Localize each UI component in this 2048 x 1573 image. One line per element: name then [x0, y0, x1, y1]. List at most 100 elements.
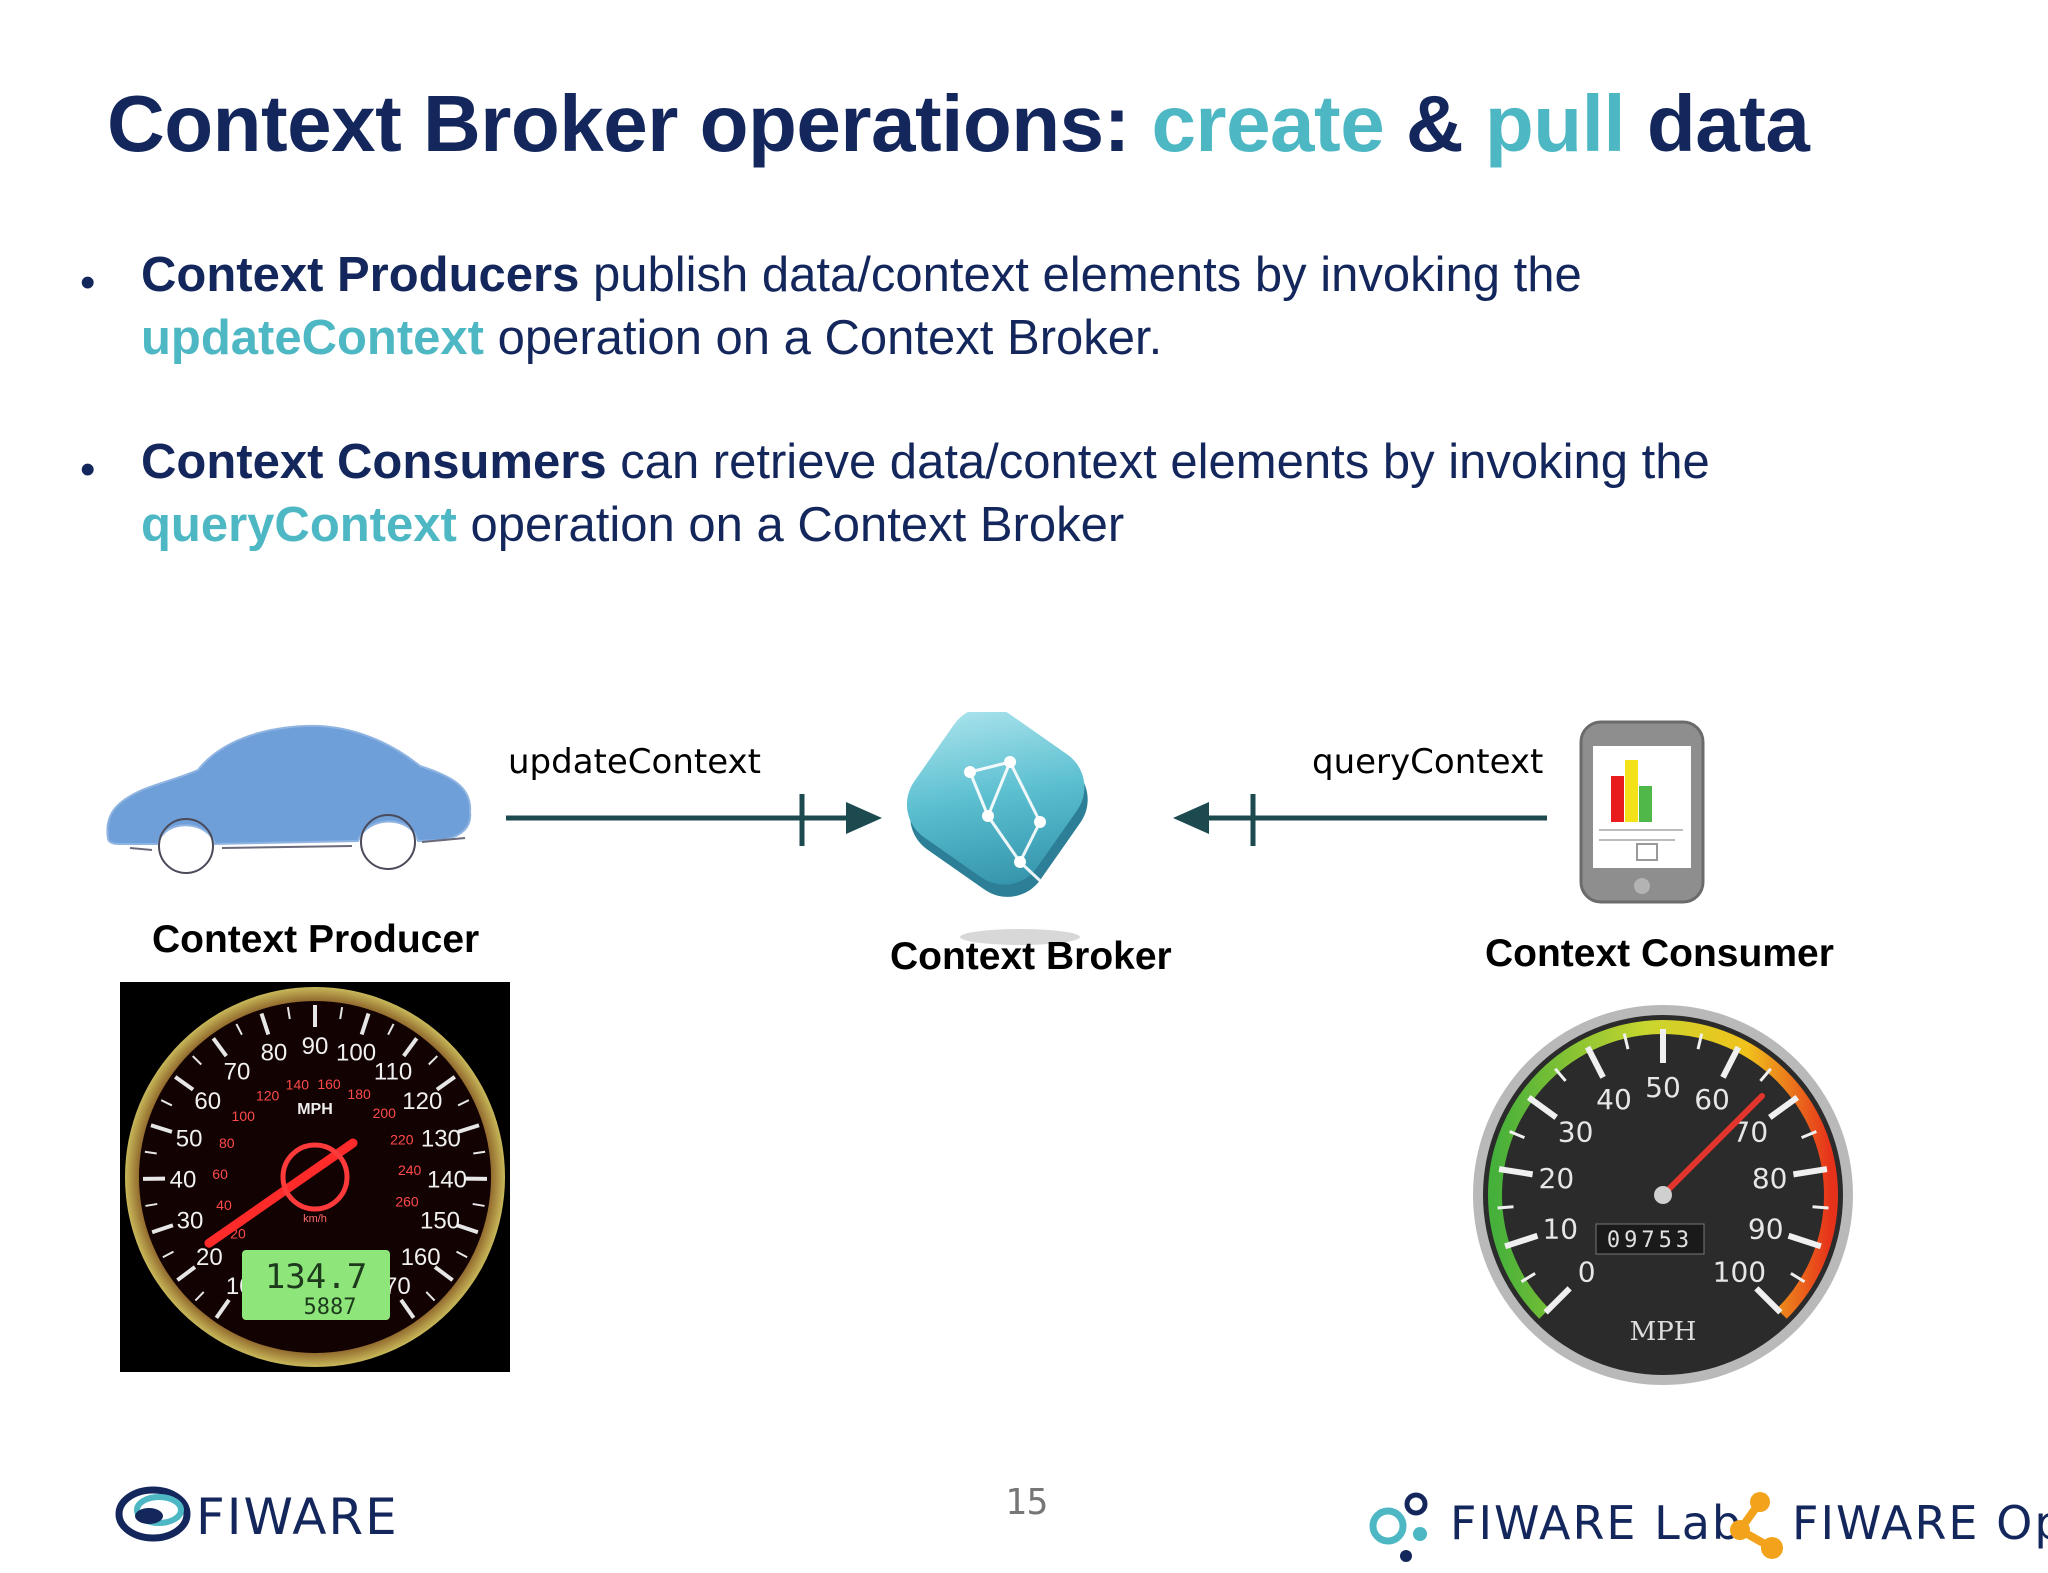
producer-tick — [399, 1298, 416, 1320]
consumer-tick — [1759, 1067, 1772, 1082]
fiware-swirl-icon — [115, 1486, 191, 1542]
consumer-tick — [1498, 1166, 1534, 1178]
producer-kmh-label: 160 — [317, 1076, 341, 1092]
bullet-2-marker: • — [80, 445, 96, 494]
producer-tick — [174, 1075, 195, 1092]
producer-kmh-label: 80 — [219, 1135, 235, 1151]
bullet-1-marker: • — [80, 258, 96, 307]
title-data: data — [1625, 79, 1810, 168]
producer-mph-label: 100 — [336, 1040, 376, 1067]
consumer-tick-label: 90 — [1748, 1212, 1784, 1245]
producer-tick — [387, 1023, 395, 1036]
consumer-tick — [1754, 1286, 1783, 1315]
consumer-label: Context Consumer — [1485, 932, 1834, 975]
producer-tick — [425, 1291, 436, 1302]
smartphone-image — [1579, 720, 1705, 904]
odometer-value: 09753 — [1607, 1228, 1693, 1253]
consumer-tick — [1801, 1130, 1817, 1139]
page-number: 15 — [1005, 1482, 1049, 1523]
producer-kmh-label: 260 — [395, 1194, 419, 1210]
consumer-tick — [1554, 1067, 1567, 1082]
query-arrow-label: queryContext — [1312, 742, 1544, 782]
producer-mph-label: 30 — [177, 1207, 204, 1234]
consumer-tick — [1584, 1045, 1606, 1079]
producer-tick — [192, 1055, 202, 1066]
update-context-arrow — [506, 794, 882, 846]
producer-mph-label: 50 — [176, 1125, 203, 1152]
bullet-2-line-2: queryContext operation on a Context Brok… — [141, 498, 1125, 552]
producer-tick — [433, 1265, 454, 1282]
title-pull: pull — [1484, 79, 1626, 168]
producer-mph-label: 130 — [421, 1125, 461, 1152]
context-broker-icon — [906, 712, 1088, 945]
consumer-gauge-unit: MPH — [1630, 1317, 1697, 1347]
title-create: create — [1151, 79, 1385, 168]
producer-mph-label: 120 — [402, 1088, 442, 1115]
lcd-display — [242, 1250, 390, 1320]
producer-tick — [145, 1202, 158, 1207]
producer-tick — [235, 1023, 243, 1036]
odometer — [1595, 1223, 1705, 1255]
bullet-1: Context Producers publish data/context e… — [141, 244, 1582, 370]
consumer-tick — [1509, 1130, 1525, 1139]
producer-label: Context Producer — [152, 918, 480, 961]
producer-mph-label: 140 — [427, 1166, 467, 1193]
fiware-logo: FIWARE — [196, 1488, 399, 1546]
title-amp: & — [1384, 79, 1485, 168]
producer-tick — [176, 1265, 197, 1282]
fiware-ops-logo: FIWARE Ops — [1792, 1496, 2048, 1550]
producer-tick — [456, 1223, 479, 1235]
consumer-tick — [1790, 1272, 1806, 1284]
consumer-tick — [1792, 1166, 1828, 1178]
producer-tick — [457, 1099, 470, 1107]
consumer-tick-label: 60 — [1694, 1083, 1730, 1116]
producer-kmh-label: 60 — [212, 1166, 228, 1182]
consumer-tick — [1504, 1232, 1539, 1250]
bullet-1-line-2: updateContext operation on a Context Bro… — [141, 311, 1163, 365]
slide-title: Context Broker operations: create & pull… — [107, 78, 1810, 170]
producer-tick — [194, 1291, 205, 1302]
producer-tick — [359, 1012, 371, 1036]
producer-tick — [151, 1223, 174, 1235]
consumer-tick — [1696, 1033, 1704, 1050]
fiware-lab-icon — [1369, 1492, 1428, 1562]
producer-tick — [428, 1055, 438, 1066]
consumer-tick — [1520, 1272, 1536, 1284]
consumer-tick — [1720, 1045, 1742, 1079]
broker-label: Context Broker — [890, 935, 1172, 978]
producer-mph-label: 70 — [224, 1059, 251, 1086]
producer-tick — [402, 1037, 419, 1058]
producer-kmh-label: 40 — [216, 1197, 232, 1213]
consumer-tick-label: 100 — [1713, 1255, 1766, 1288]
update-context-op: updateContext — [141, 311, 484, 365]
bullet-2-line-1: Context Consumers can retrieve data/cont… — [141, 435, 1710, 489]
producer-mph-label: 160 — [401, 1244, 441, 1271]
producer-mph-label: 40 — [170, 1166, 197, 1193]
car-image — [106, 724, 472, 874]
consumer-tick — [1497, 1205, 1514, 1210]
consumer-tick — [1812, 1205, 1829, 1210]
producer-kmh-label: 220 — [390, 1131, 414, 1147]
lcd-sub: 5887 — [304, 1295, 357, 1320]
bullet-2: Context Consumers can retrieve data/cont… — [141, 431, 1710, 557]
producer-mph-label: 90 — [302, 1033, 329, 1060]
producer-gauge-unit-top: MPH — [297, 1101, 333, 1118]
producer-tick — [160, 1099, 173, 1107]
fiware-lab-logo: FIWARE Lab — [1450, 1496, 1744, 1550]
consumer-tick — [1526, 1095, 1558, 1120]
producer-kmh-label: 240 — [398, 1162, 422, 1178]
producer-tick — [144, 1150, 157, 1155]
consumer-tick-label: 80 — [1752, 1162, 1788, 1195]
consumer-tick-label: 0 — [1578, 1255, 1596, 1288]
update-arrow-label: updateContext — [508, 742, 761, 782]
consumer-tick-label: 40 — [1596, 1083, 1632, 1116]
producer-tick — [286, 1006, 291, 1020]
producer-mph-label: 110 — [374, 1059, 412, 1086]
query-context-arrow — [1173, 794, 1547, 846]
bullet-1-line-1: Context Producers publish data/context e… — [141, 248, 1582, 302]
producer-tick — [214, 1298, 231, 1320]
producer-tick — [259, 1012, 271, 1036]
producer-tick — [456, 1250, 468, 1259]
consumer-tick-label: 50 — [1645, 1071, 1681, 1104]
